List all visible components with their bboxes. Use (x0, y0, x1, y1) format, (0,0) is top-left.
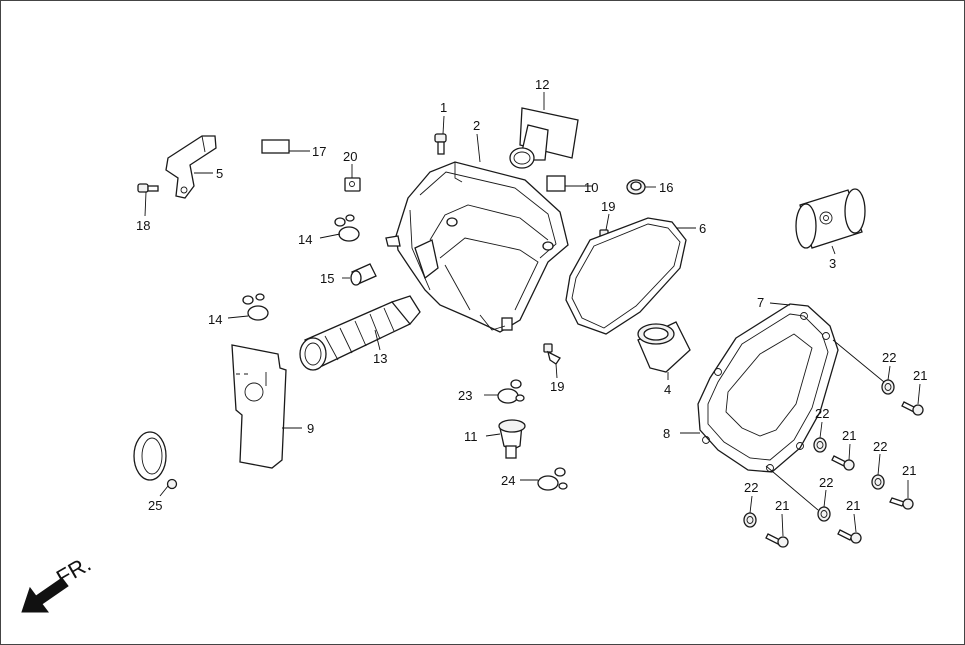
part-1-bolt (434, 133, 447, 155)
label-5: 5 (216, 166, 223, 181)
label-2: 2 (473, 118, 480, 133)
label-20: 20 (343, 149, 357, 164)
part-23-o-rings (497, 379, 525, 404)
label-19a: 19 (601, 199, 615, 214)
part-14-o-rings-left (242, 293, 269, 321)
label-1: 1 (440, 100, 447, 115)
label-21b: 21 (842, 428, 856, 443)
label-21e: 21 (775, 498, 789, 513)
label-8: 8 (663, 426, 670, 441)
label-16: 16 (659, 180, 673, 195)
label-22c: 22 (873, 439, 887, 454)
part-16-grommet (626, 179, 646, 195)
label-24: 24 (501, 473, 515, 488)
part-4-filter-cone (637, 321, 691, 373)
part-6-gasket (565, 217, 687, 335)
part-22-washers (743, 379, 895, 528)
leader-lines (144, 92, 921, 537)
front-direction-indicator: FR. (21, 551, 95, 613)
part-25-clamp (133, 431, 178, 490)
part-15-cap (350, 263, 377, 286)
label-22d: 22 (819, 475, 833, 490)
label-21c: 21 (902, 463, 916, 478)
label-13: 13 (373, 351, 387, 366)
label-22e: 22 (744, 480, 758, 495)
label-4: 4 (664, 382, 671, 397)
label-17: 17 (312, 144, 326, 159)
part-11-drain-plug (498, 419, 526, 459)
part-2-air-cleaner-case (385, 161, 569, 333)
part-21-screws (765, 401, 924, 548)
part-5-bracket (165, 135, 217, 199)
label-10: 10 (584, 180, 598, 195)
front-arrow-icon (21, 577, 69, 613)
part-12-intake-duct (509, 107, 579, 169)
label-9: 9 (307, 421, 314, 436)
label-11: 11 (464, 429, 478, 444)
label-7: 7 (757, 295, 764, 310)
part-3-filter-element (795, 188, 866, 249)
part-18-bolt (137, 183, 159, 193)
label-21d: 21 (846, 498, 860, 513)
part-20-clip (344, 177, 361, 192)
label-22b: 22 (815, 406, 829, 421)
part-13-intake-tube (299, 295, 421, 371)
part-number-labels: 1 2 3 4 5 6 7 8 9 10 11 12 13 14 14 15 1… (136, 77, 927, 513)
label-19b: 19 (550, 379, 564, 394)
label-15: 15 (320, 271, 334, 286)
part-10-tag (546, 175, 566, 192)
label-3: 3 (829, 256, 836, 271)
label-23: 23 (458, 388, 472, 403)
label-14a: 14 (298, 232, 312, 247)
part-19-screw-bottom (543, 343, 561, 365)
label-6: 6 (699, 221, 706, 236)
label-25: 25 (148, 498, 162, 513)
part-17-label (261, 139, 290, 154)
label-12: 12 (535, 77, 549, 92)
part-24-o-rings (537, 467, 568, 491)
part-8-air-cleaner-cover (697, 303, 839, 473)
label-22a: 22 (882, 350, 896, 365)
label-14b: 14 (208, 312, 222, 327)
label-18: 18 (136, 218, 150, 233)
label-21a: 21 (913, 368, 927, 383)
part-9-plate (231, 344, 287, 469)
part-14-o-rings-top (334, 214, 360, 242)
